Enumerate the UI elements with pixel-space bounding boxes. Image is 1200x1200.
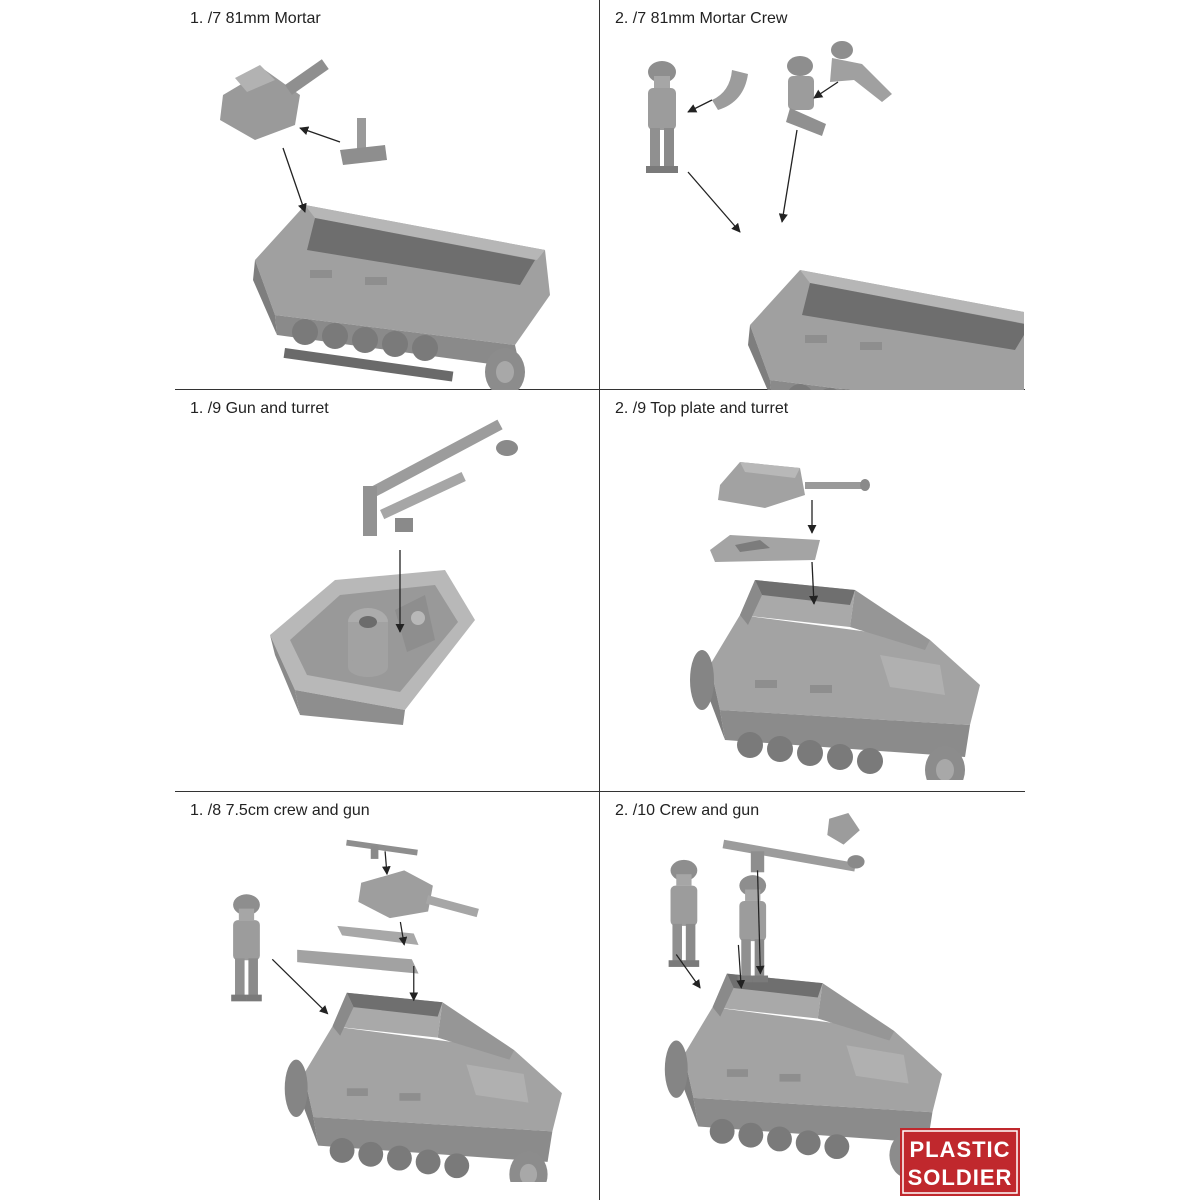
horizontal-divider-1 [175,389,1025,390]
crew-gun-assembly-illustration [664,813,942,1179]
mortar-base-part [220,59,329,140]
svg-text:SOLDIER: SOLDIER [908,1165,1013,1190]
mortar-tube-part [340,118,387,165]
panel-caption: 2. /9 Top plate and turret [615,400,789,417]
side-plate-parts [297,925,419,974]
top-plate-assembly-illustration [690,462,980,780]
panel-crew-gun: 2. /10 Crew and gun [600,792,1024,1182]
panel-mortar: 1. /7 81mm Mortar [175,0,599,390]
panel-mortar-crew: 2. /7 81mm Mortar Crew [600,0,1024,390]
panel-caption: 1. /9 Gun and turret [190,400,329,417]
plastic-soldier-logo: PLASTIC SOLDIER [900,1128,1020,1196]
crew-torso-part [830,41,892,102]
panel-gun-turret: 1. /9 Gun and turret [175,390,599,780]
vertical-divider [599,0,600,1200]
top-plate-part [710,535,820,562]
gun-part [363,419,518,536]
panel-caption: 1. /7 81mm Mortar [190,10,321,27]
svg-text:PLASTIC: PLASTIC [909,1137,1010,1162]
75cm-gun-assembly-illustration [231,839,562,1182]
shield-part [827,813,860,845]
instruction-sheet: 1. /7 81mm Mortar 2. /7 81mm Mortar Crew [175,0,1025,1200]
mortar-crew-assembly-illustration [646,41,1024,390]
turret-base-part [270,570,475,725]
75cm-gun-part [358,870,479,919]
panel-caption: 2. /10 Crew and gun [615,802,760,819]
gun-part [722,839,865,873]
gun-turret-assembly-illustration [270,419,518,725]
mortar-assembly-illustration [220,59,550,390]
panel-caption: 2. /7 81mm Mortar Crew [615,10,788,27]
turret-part [718,462,870,508]
seated-crew-part [786,56,826,136]
panel-caption: 1. /8 7.5cm crew and gun [190,802,370,819]
mg-part [346,839,418,859]
crew-legs-part [712,70,748,110]
panel-top-plate: 2. /9 Top plate and turret [600,390,1024,780]
panel-75cm-gun: 1. /8 7.5cm crew and gun [175,792,599,1182]
horizontal-divider-2 [175,791,1025,792]
